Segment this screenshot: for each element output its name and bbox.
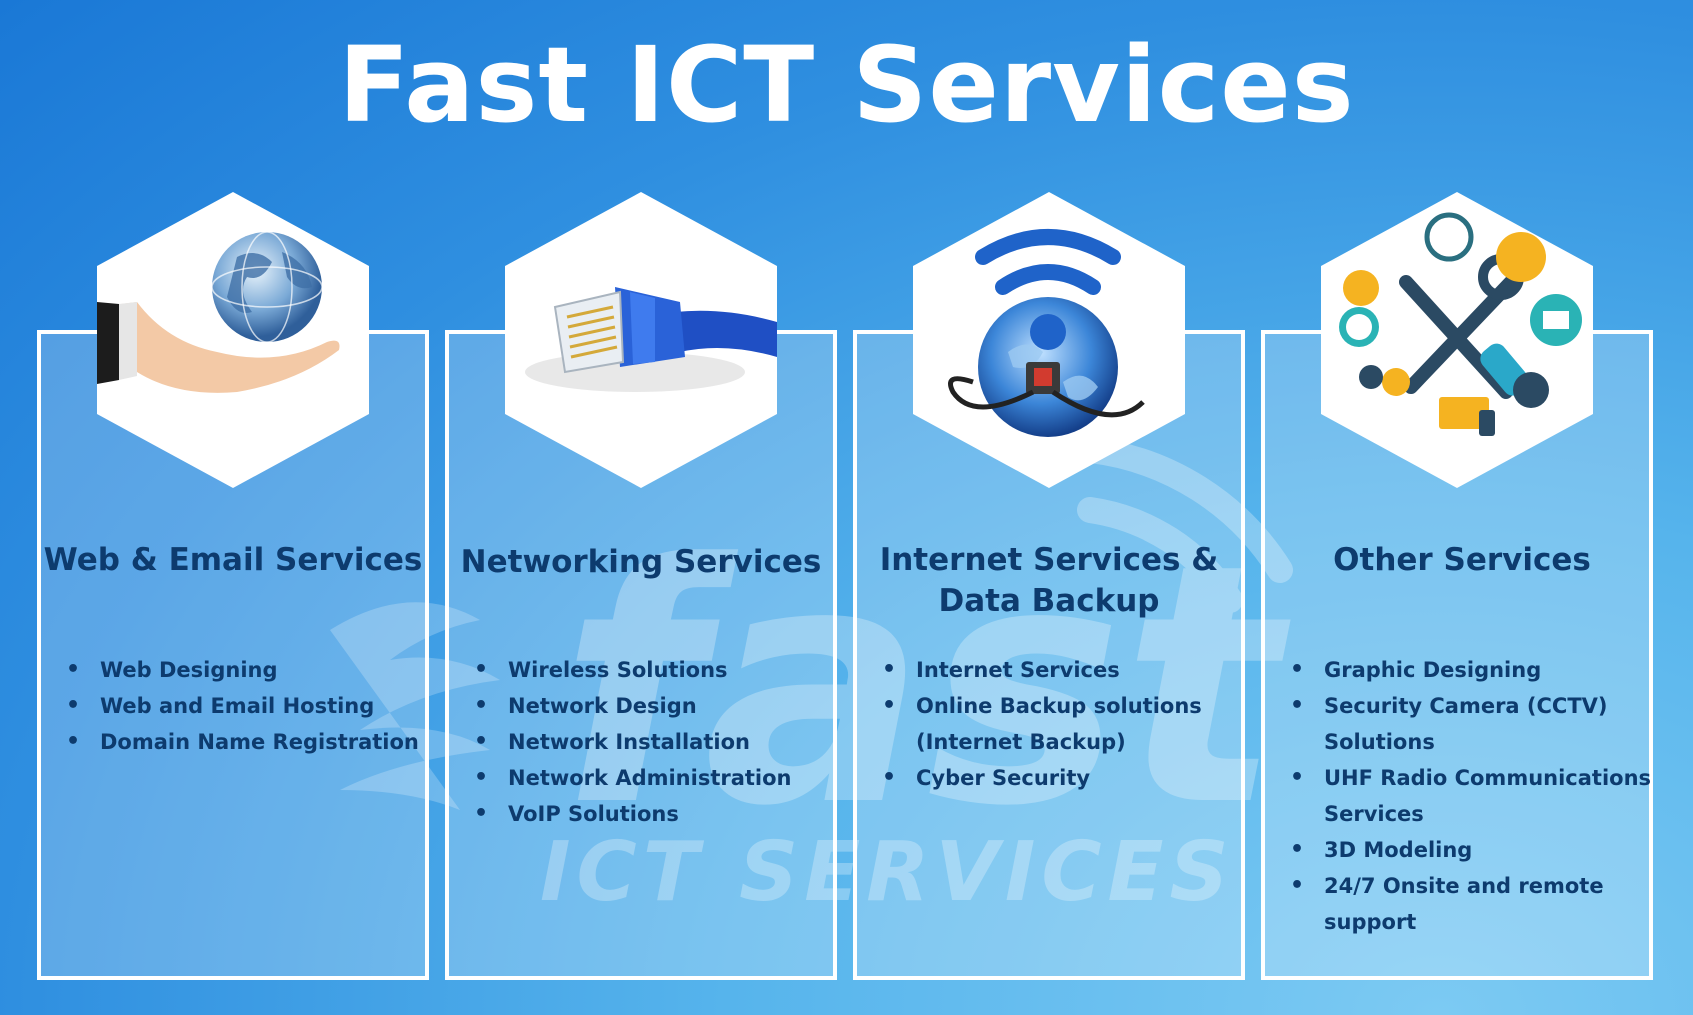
list-item: UHF Radio Communications xyxy=(1290,760,1651,796)
list-item: Network Administration xyxy=(474,760,792,796)
list-item: Online Backup solutions xyxy=(882,688,1202,724)
service-list-other: Graphic Designing Security Camera (CCTV)… xyxy=(1290,652,1651,940)
list-item: Web Designing xyxy=(66,652,419,688)
list-item: Security Camera (CCTV) xyxy=(1290,688,1651,724)
list-item: Cyber Security xyxy=(882,760,1202,796)
service-list-web-email: Web Designing Web and Email Hosting Doma… xyxy=(66,652,419,760)
card-title-other: Other Services xyxy=(1333,542,1591,578)
list-item: Domain Name Registration xyxy=(66,724,419,760)
list-item: support xyxy=(1324,910,1417,934)
list-item: Graphic Designing xyxy=(1290,652,1651,688)
list-item: Solutions xyxy=(1324,730,1435,754)
page-title: Fast ICT Services xyxy=(338,24,1355,146)
list-item: Network Design xyxy=(474,688,792,724)
service-list-networking: Wireless Solutions Network Design Networ… xyxy=(474,652,792,832)
list-item: Internet Services xyxy=(882,652,1202,688)
list-item: Network Installation xyxy=(474,724,792,760)
card-title-web-email: Web & Email Services xyxy=(43,542,423,578)
card-title-internet-backup: Internet Services & Data Backup xyxy=(879,542,1219,619)
service-list-internet-backup: Internet Services Online Backup solution… xyxy=(882,652,1202,796)
list-item: Web and Email Hosting xyxy=(66,688,419,724)
list-item: 24/7 Onsite and remote xyxy=(1290,868,1651,904)
wifi-globe-icon xyxy=(913,192,1185,488)
tools-icon xyxy=(1321,192,1593,488)
list-item: Wireless Solutions xyxy=(474,652,792,688)
list-item: 3D Modeling xyxy=(1290,832,1651,868)
list-item: (Internet Backup) xyxy=(916,730,1126,754)
list-item: VoIP Solutions xyxy=(474,796,792,832)
card-title-networking: Networking Services xyxy=(460,544,822,580)
list-item: Services xyxy=(1324,802,1424,826)
